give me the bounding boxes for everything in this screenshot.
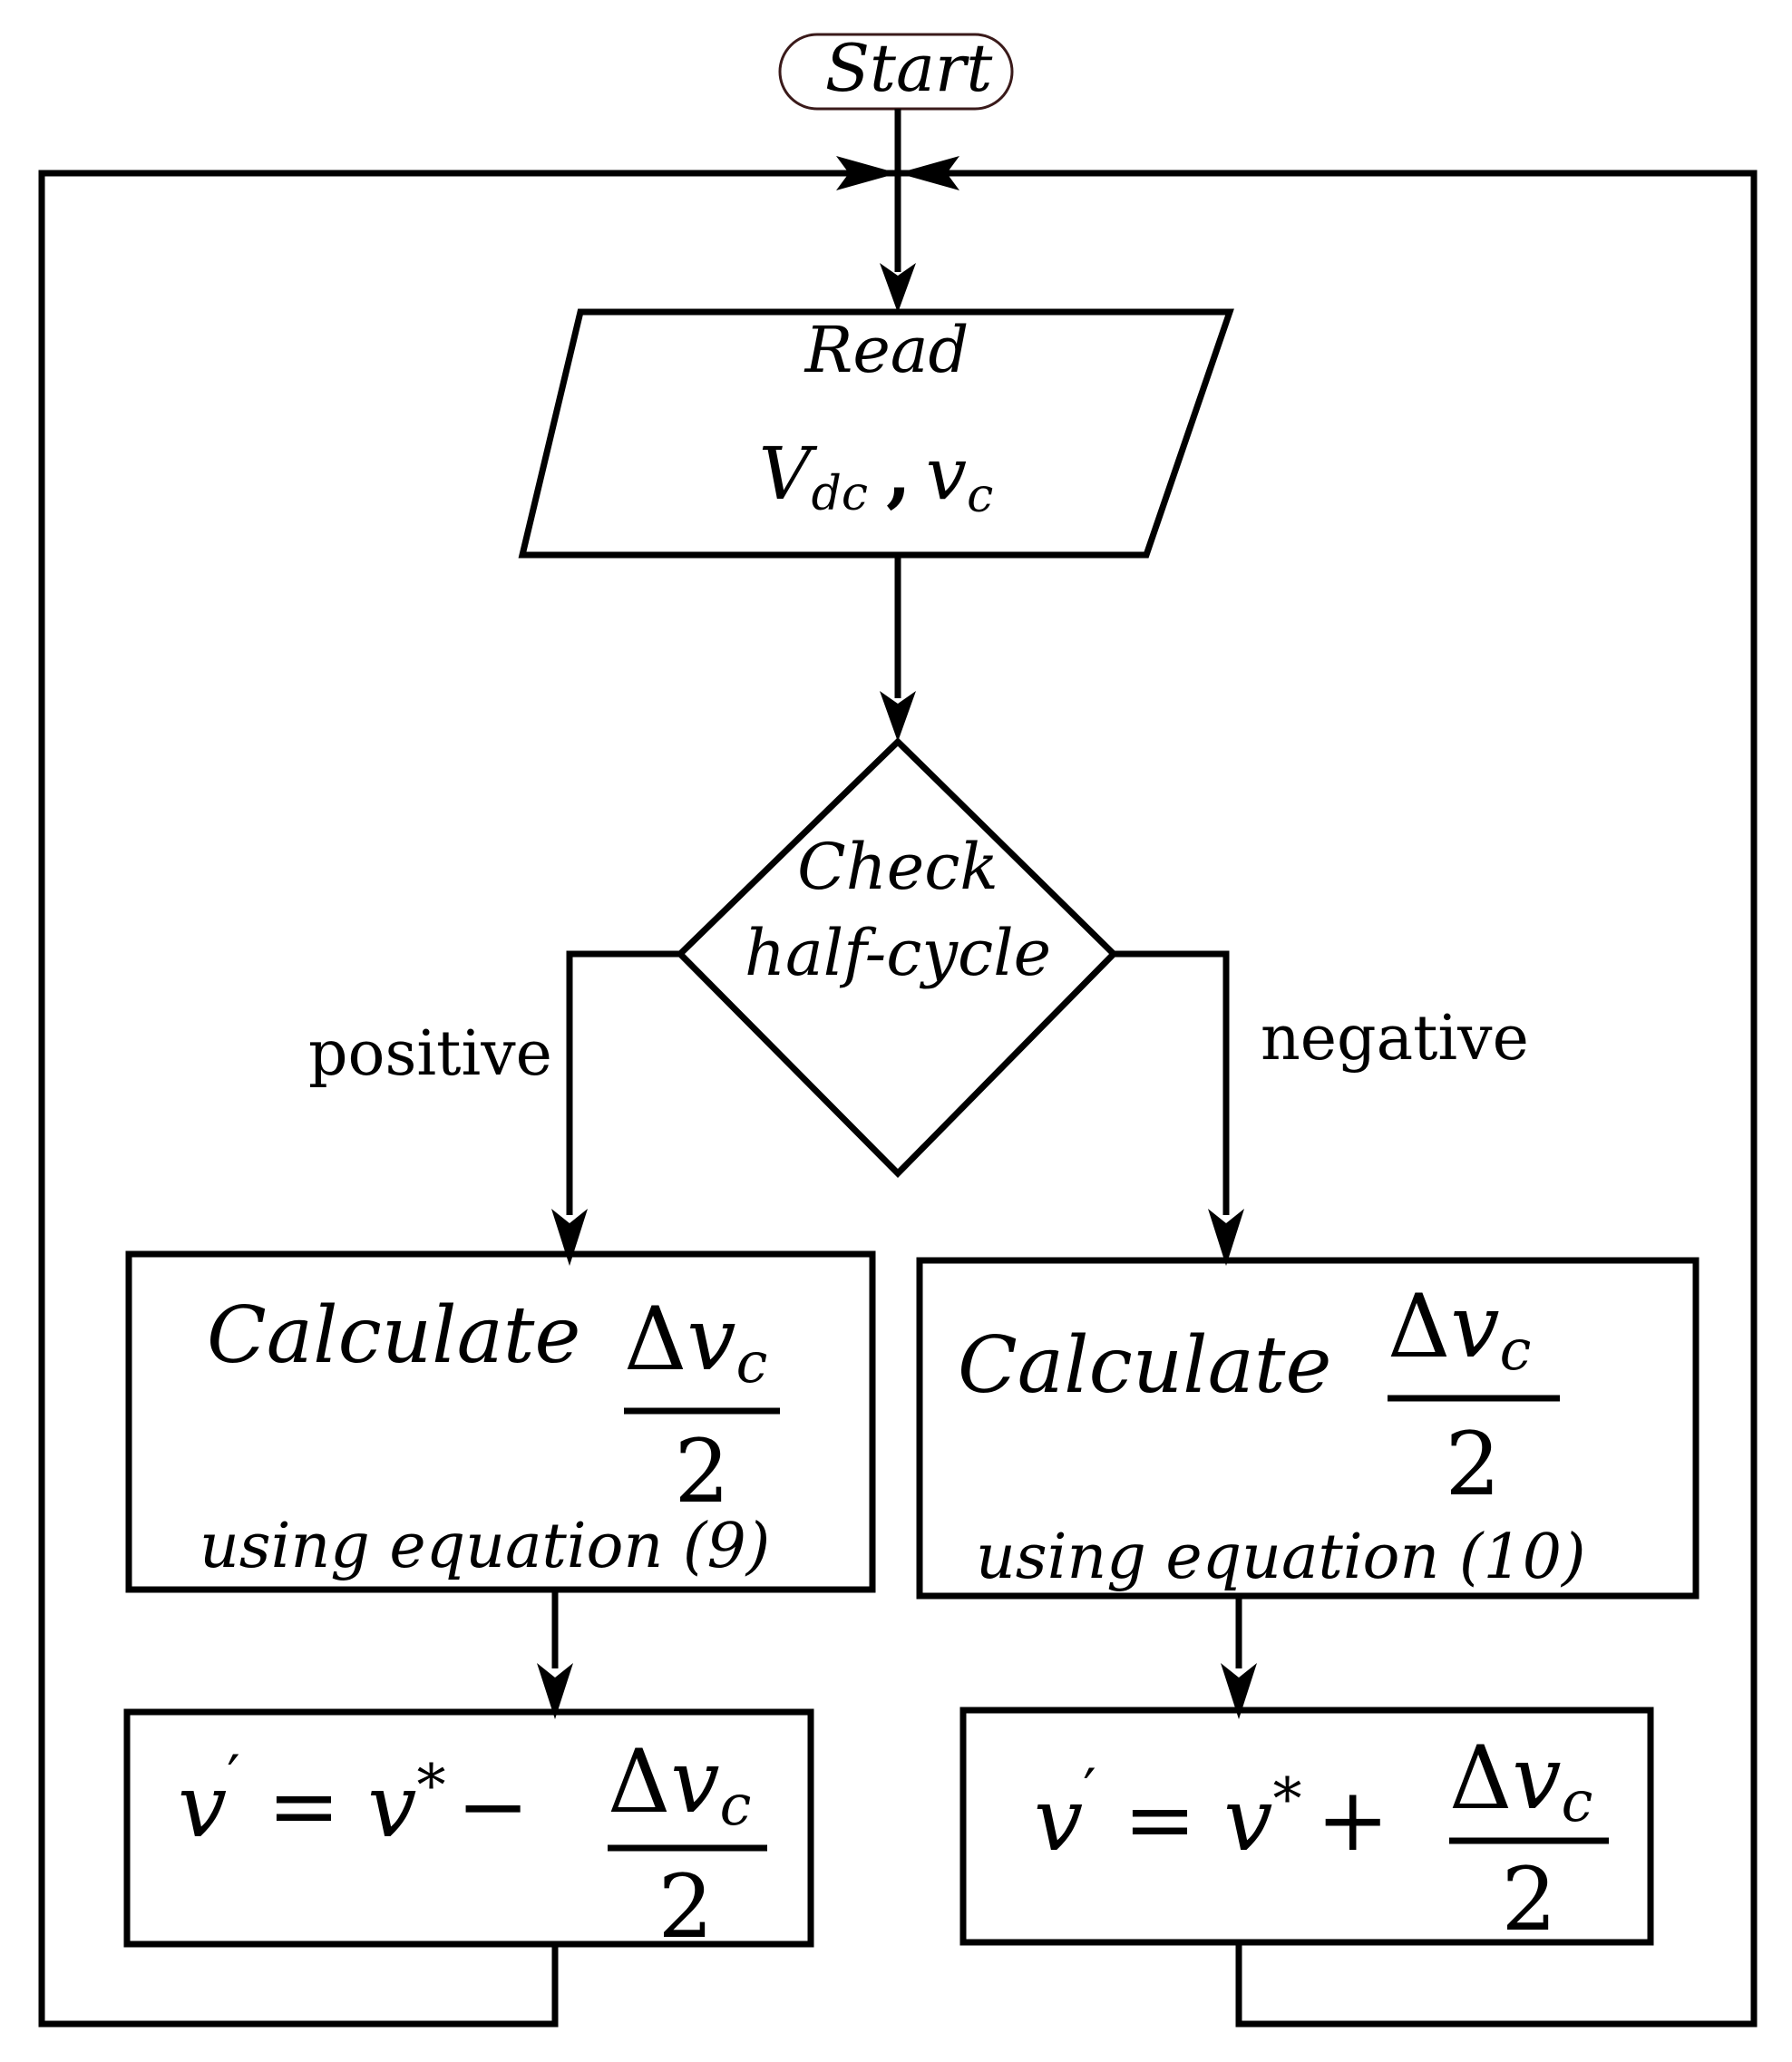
calc-right-numerator: Δvc [1388,1276,1531,1383]
arrowhead-read [880,263,916,313]
read-vc-main: v [926,432,967,516]
read-comma: , [886,431,911,516]
update-left-denominator: 2 [657,1856,713,1958]
start-label: Start [825,30,994,106]
update-left-shape [123,1708,814,1948]
loop-line-left [38,170,898,2028]
update-left-box: v′=v*− Δvc 2 [123,1708,814,1958]
connector-calc-update-right [1221,1596,1257,1719]
calc-left-box: Calculate Δvc 2 using equation (9) [125,1250,876,1593]
negative-branch: negative [1114,950,1529,1266]
calc-right-label: Calculate [958,1320,1331,1411]
connector-start-read [880,109,916,313]
update-right-numerator: Δvc [1449,1727,1592,1834]
calc-left-numerator: Δvc [624,1289,767,1396]
loop-line-right [898,170,1758,2028]
arrowhead-update-right [1221,1663,1257,1719]
update-right-shape [959,1707,1654,1946]
loop-frame [38,170,1758,2028]
junction-arrow-left [836,156,898,190]
read-vc-sub: c [967,469,993,523]
connector-calc-update-left [537,1590,573,1719]
decision-shape [676,737,1118,1178]
arrowhead-update-left [537,1663,573,1719]
calc-right-shape [916,1257,1699,1600]
loop-junction [836,156,959,190]
read-title: Read [803,313,969,387]
update-right-denominator: 2 [1501,1849,1556,1950]
arrowhead-calc-left [551,1209,588,1266]
calc-right-note: using equation (10) [976,1522,1586,1593]
read-v-sub: dc [812,467,868,521]
arrowhead-decision [880,691,916,742]
calc-left-shape [125,1250,876,1593]
calc-right-denominator: 2 [1445,1414,1500,1515]
update-left-numerator: Δvc [608,1731,751,1838]
negative-label: negative [1261,1003,1529,1075]
read-variables: Vdc,vc [759,431,993,523]
decision-diamond: Check half-cycle [676,737,1118,1178]
read-input-box: Read Vdc,vc [518,308,1234,559]
positive-branch: positive [308,950,680,1266]
connector-read-decision [880,555,916,742]
update-left-equation: v′=v*− [178,1744,530,1857]
read-v-main: V [759,432,818,516]
read-shape [518,308,1234,559]
calc-left-denominator: 2 [674,1421,729,1522]
update-right-equation: v′=v*+ [1034,1757,1389,1871]
junction-arrow-right [898,156,959,190]
positive-label: positive [308,1018,552,1090]
decision-line2: half-cycle [745,916,1051,990]
arrowhead-calc-right [1208,1209,1244,1266]
update-right-box: v′=v*+ Δvc 2 [959,1707,1654,1950]
calc-left-label: Calculate [207,1290,580,1381]
calc-right-box: Calculate Δvc 2 using equation (10) [916,1257,1699,1600]
calc-left-note: using equation (9) [200,1511,770,1582]
start-terminal: Start [778,30,1014,111]
decision-line1: Check [797,830,998,904]
